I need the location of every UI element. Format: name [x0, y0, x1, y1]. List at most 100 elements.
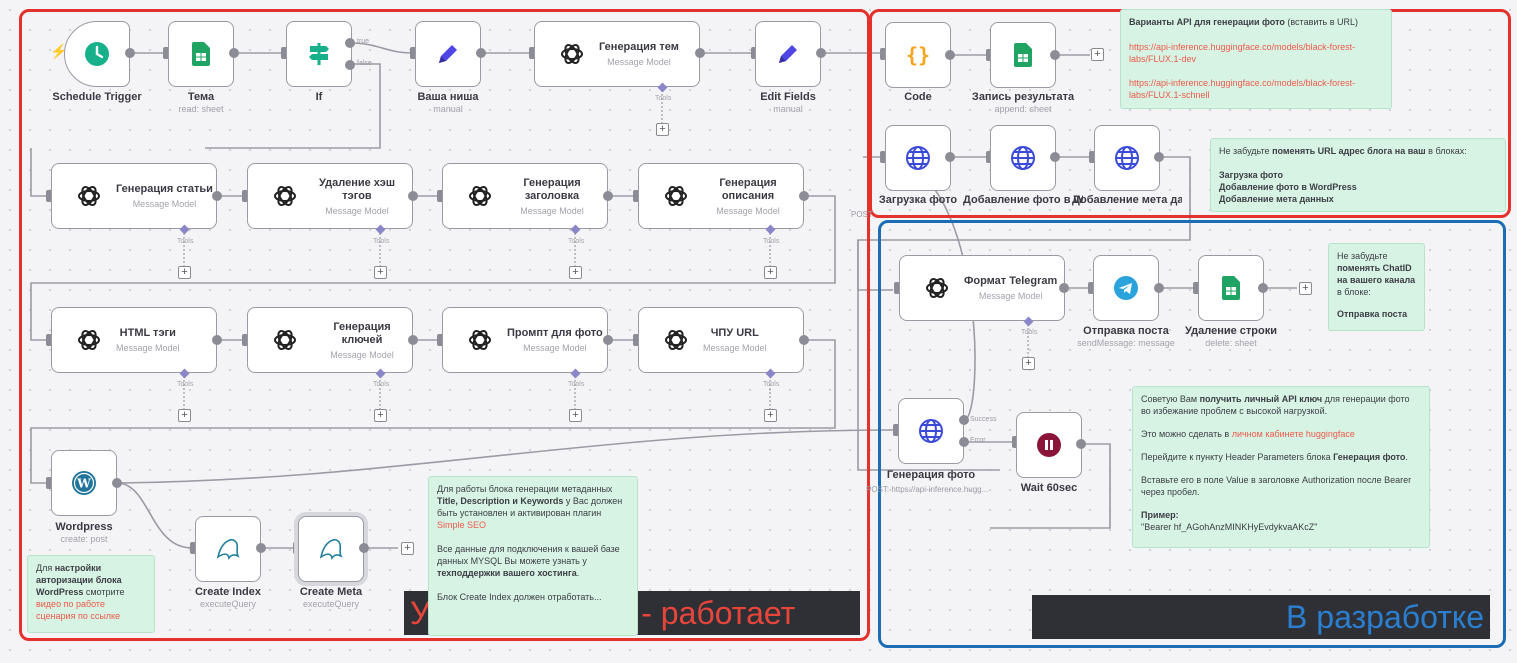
openai-icon: [559, 41, 585, 67]
node-dobavlenie-foto[interactable]: [990, 125, 1056, 191]
input-port: [880, 151, 886, 163]
node-wait[interactable]: [1016, 412, 1082, 478]
node-create-meta[interactable]: [298, 516, 364, 582]
node-tema[interactable]: [168, 21, 234, 87]
pencil-icon: [435, 41, 461, 67]
output-port[interactable]: [112, 478, 122, 488]
trigger-bolt-icon: ⚡: [50, 43, 68, 59]
node-if[interactable]: [286, 21, 352, 87]
node-code[interactable]: {}: [885, 22, 951, 88]
openai-icon: [924, 275, 950, 301]
node-generatsiya-foto-subtitle: POST: https://api-inference.hugg...: [866, 485, 989, 494]
node-edit-fields[interactable]: [755, 21, 821, 87]
output-port[interactable]: [816, 48, 826, 58]
tools-label: Tools: [373, 381, 390, 388]
add-tool-button[interactable]: +: [764, 409, 777, 422]
node-zapis-rezultata[interactable]: [990, 22, 1056, 88]
input-port: [293, 542, 299, 554]
output-port-false[interactable]: [345, 60, 355, 70]
output-port[interactable]: [212, 191, 222, 201]
error-output-label: Error: [970, 437, 986, 444]
node-generatsiya-foto[interactable]: [898, 398, 964, 464]
tools-label: Tools: [1021, 329, 1038, 336]
clock-icon: [84, 41, 110, 67]
tools-label: Tools: [568, 381, 585, 388]
output-port-error[interactable]: [959, 437, 969, 447]
output-port[interactable]: [695, 48, 705, 58]
node-zagruzka-foto-label: Загрузка фото: [878, 194, 958, 206]
output-port[interactable]: [799, 335, 809, 345]
output-port[interactable]: [408, 191, 418, 201]
output-port[interactable]: [256, 543, 266, 553]
add-tool-button[interactable]: +: [374, 266, 387, 279]
output-port[interactable]: [1050, 50, 1060, 60]
note-api-variants: Варианты API для генерации фото (вставит…: [1120, 9, 1392, 109]
node-udalenie-stroki[interactable]: [1198, 255, 1264, 321]
add-tool-button[interactable]: +: [178, 266, 191, 279]
output-port[interactable]: [1050, 152, 1060, 162]
output-port[interactable]: [945, 152, 955, 162]
node-otpravka-posta[interactable]: [1093, 255, 1159, 321]
output-port[interactable]: [945, 50, 955, 60]
add-tool-button[interactable]: +: [374, 409, 387, 422]
node-zagruzka-foto[interactable]: [885, 125, 951, 191]
add-tool-button[interactable]: +: [1022, 357, 1035, 370]
add-tool-button[interactable]: +: [764, 266, 777, 279]
node-schedule-trigger[interactable]: [64, 21, 130, 87]
add-tool-button[interactable]: +: [178, 409, 191, 422]
node-vasha-nisha[interactable]: [415, 21, 481, 87]
add-node-button[interactable]: +: [401, 542, 414, 555]
output-port[interactable]: [1059, 283, 1069, 293]
node-dobavlenie-meta[interactable]: [1094, 125, 1160, 191]
output-port-true[interactable]: [345, 38, 355, 48]
output-port[interactable]: [603, 335, 613, 345]
output-port[interactable]: [212, 335, 222, 345]
add-node-button[interactable]: +: [1091, 48, 1104, 61]
output-port[interactable]: [408, 335, 418, 345]
output-port[interactable]: [1076, 439, 1086, 449]
openai-icon: [272, 327, 298, 353]
add-node-button[interactable]: +: [1299, 282, 1312, 295]
output-port[interactable]: [125, 48, 135, 58]
google-sheets-icon: [1014, 43, 1032, 67]
output-port-success[interactable]: [959, 415, 969, 425]
openai-icon: [76, 183, 102, 209]
output-port[interactable]: [1258, 283, 1268, 293]
output-port[interactable]: [476, 48, 486, 58]
add-tool-button[interactable]: +: [569, 409, 582, 422]
input-port: [633, 334, 639, 346]
node-create-index[interactable]: [195, 516, 261, 582]
google-sheets-icon: [1222, 276, 1240, 300]
add-tool-button[interactable]: +: [569, 266, 582, 279]
output-port[interactable]: [603, 191, 613, 201]
output-port[interactable]: [359, 543, 369, 553]
input-port: [437, 190, 443, 202]
output-port[interactable]: [1154, 283, 1164, 293]
node-if-label: If: [315, 91, 323, 103]
node-dobavlenie-foto-label: Добавление фото в WordPress: [963, 194, 1083, 206]
output-port[interactable]: [229, 48, 239, 58]
output-port[interactable]: [1154, 152, 1164, 162]
node-dobavlenie-meta-label: Добавление мета данных: [1072, 194, 1182, 206]
globe-icon: [1114, 145, 1140, 171]
input-port: [163, 47, 169, 59]
node-wordpress[interactable]: W: [51, 450, 117, 516]
add-tool-button[interactable]: +: [656, 123, 669, 136]
globe-icon: [918, 418, 944, 444]
openai-icon: [76, 327, 102, 353]
output-port[interactable]: [799, 191, 809, 201]
